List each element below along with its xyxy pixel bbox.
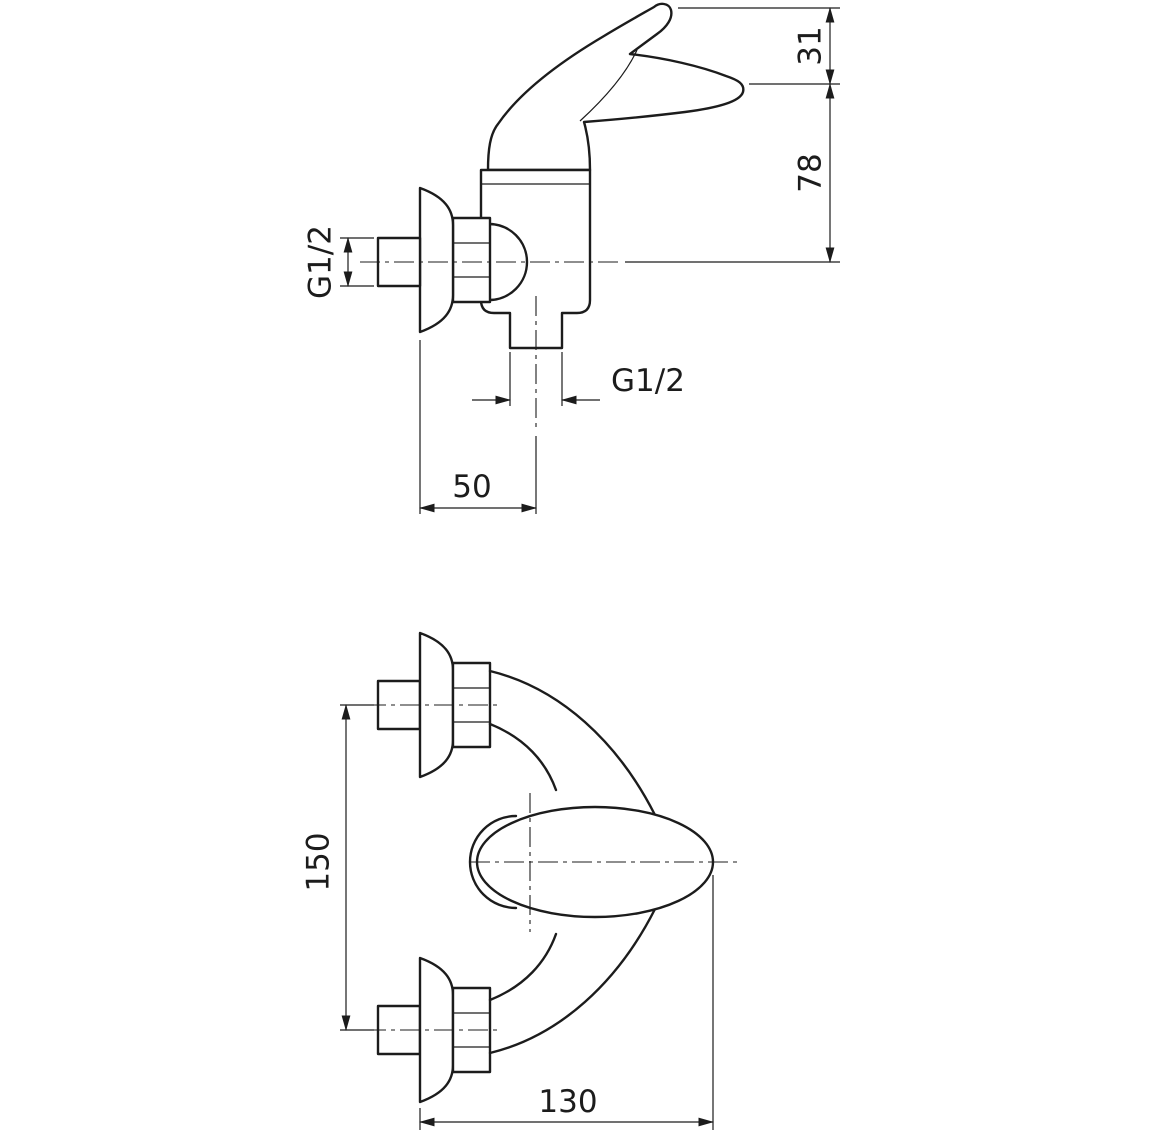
hex-nut-facets — [453, 242, 490, 278]
lower-hex-facets — [453, 1012, 490, 1048]
connection-dome — [487, 222, 529, 302]
dimension-label-150: 150 — [301, 832, 337, 891]
dimension-label-outlet-g12: G1/2 — [611, 363, 685, 399]
hex-nut — [451, 216, 492, 304]
lower-body-arm-inner — [488, 932, 558, 1002]
dimension-label-inlet-g12: G1/2 — [303, 225, 339, 299]
dimension-label-31: 31 — [793, 26, 829, 65]
dimension-lever-rise: 31 — [625, 6, 840, 263]
dimension-wall-to-lever-tip: 130 — [418, 875, 715, 1130]
side-view: 31 78 G1/2 G1/2 50 — [303, 2, 840, 514]
faucet-body-outline — [479, 168, 592, 350]
upper-body-arm-outer — [488, 669, 657, 817]
lower-body-arm-outer — [488, 907, 657, 1055]
dimension-label-50: 50 — [452, 469, 491, 505]
upper-hex-facets — [453, 687, 490, 723]
wall-flange — [418, 186, 455, 334]
dimension-body-height: 78 — [793, 82, 835, 264]
lever-handle-inner-line — [579, 49, 638, 122]
dimension-label-130: 130 — [538, 1084, 597, 1120]
dimension-outlet-thread: G1/2 — [472, 352, 685, 406]
dimension-inlet-thread: G1/2 — [303, 225, 374, 299]
dimension-inlet-spacing: 150 — [301, 703, 374, 1032]
front-view: 150 130 — [301, 631, 740, 1130]
lever-handle-outline — [486, 2, 745, 172]
dimension-label-78: 78 — [793, 153, 829, 192]
dimension-wall-to-outlet: 50 — [418, 340, 538, 514]
upper-body-arm-inner — [488, 722, 558, 792]
